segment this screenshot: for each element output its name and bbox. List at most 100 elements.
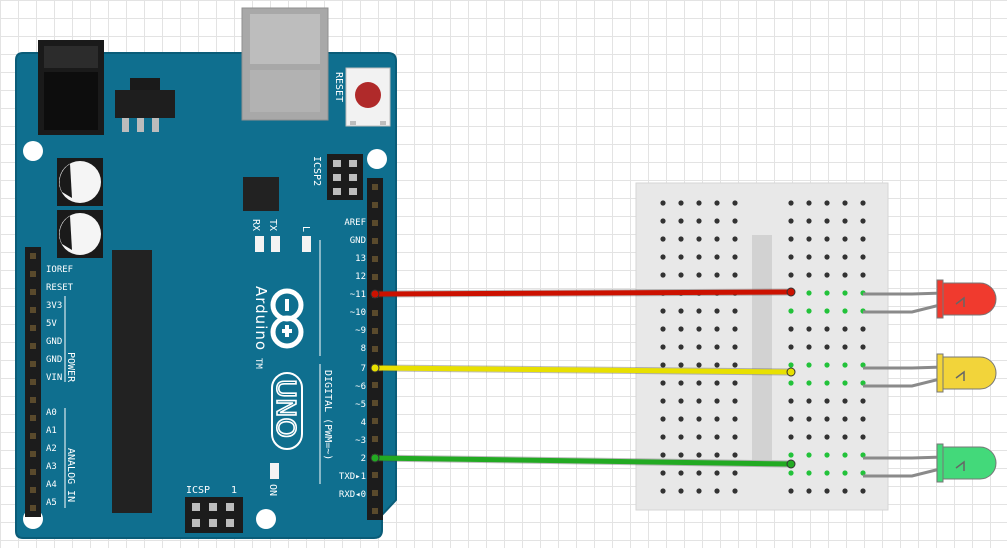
- breadboard-hole: [788, 218, 794, 224]
- breadboard-hole: [660, 200, 666, 206]
- breadboard-hole: [860, 416, 866, 422]
- breadboard-hole: [860, 452, 866, 458]
- breadboard-hole: [806, 470, 812, 476]
- breadboard-hole: [806, 290, 812, 296]
- digital-pin-label: 4: [361, 418, 366, 428]
- breadboard-hole: [660, 308, 666, 314]
- reset-button[interactable]: [345, 67, 391, 127]
- breadboard-hole: [732, 452, 738, 458]
- header-pin: [372, 382, 378, 388]
- breadboard-hole: [842, 272, 848, 278]
- breadboard-hole: [714, 434, 720, 440]
- header-pin: [30, 289, 36, 295]
- usb-chip: [243, 177, 279, 211]
- digital-pin-label: GND: [350, 236, 366, 246]
- uno-text: UNO: [270, 379, 300, 438]
- breadboard-hole: [732, 344, 738, 350]
- breadboard-hole: [696, 452, 702, 458]
- digital-pin-label: ~9: [355, 326, 366, 336]
- breadboard-hole: [842, 398, 848, 404]
- breadboard-hole: [732, 254, 738, 260]
- breadboard-hole: [860, 380, 866, 386]
- breadboard-hole: [696, 488, 702, 494]
- breadboard-hole: [660, 470, 666, 476]
- breadboard-hole: [714, 416, 720, 422]
- breadboard-hole: [842, 290, 848, 296]
- wire-pin-7: [370, 363, 796, 377]
- breadboard-hole: [806, 254, 812, 260]
- breadboard-hole: [860, 344, 866, 350]
- breadboard-hole: [842, 488, 848, 494]
- power-header: [25, 247, 41, 517]
- breadboard-hole: [788, 434, 794, 440]
- breadboard-hole: [678, 272, 684, 278]
- digital-pin-label: ~3: [355, 436, 366, 446]
- digital-pin-label: 7: [361, 364, 366, 374]
- power-pin-label: VIN: [46, 373, 62, 383]
- l-label: L: [300, 226, 311, 232]
- header-pin: [30, 325, 36, 331]
- breadboard-hole: [806, 344, 812, 350]
- usb-connector: [241, 7, 329, 121]
- header-pin: [372, 400, 378, 406]
- breadboard-hole: [714, 398, 720, 404]
- breadboard-hole: [660, 218, 666, 224]
- header-pin: [30, 415, 36, 421]
- breadboard-hole: [732, 362, 738, 368]
- digital-pin-label: 8: [361, 344, 366, 354]
- breadboard-hole: [842, 434, 848, 440]
- breadboard-hole: [860, 488, 866, 494]
- digital-label: DIGITAL (PWM=~): [322, 370, 333, 460]
- wire-pin-2: [370, 453, 796, 469]
- breadboard-hole: [788, 452, 794, 458]
- breadboard-hole: [842, 200, 848, 206]
- digital-pin-label: ~10: [350, 308, 366, 318]
- header-pin: [372, 238, 378, 244]
- breadboard-hole: [714, 344, 720, 350]
- mounting-hole: [256, 509, 276, 529]
- breadboard-hole: [860, 236, 866, 242]
- header-pin: [372, 418, 378, 424]
- breadboard-hole: [860, 218, 866, 224]
- header-pin: [372, 274, 378, 280]
- rx-led: [255, 236, 264, 252]
- power-pin-label: IOREF: [46, 265, 73, 275]
- breadboard-hole: [660, 272, 666, 278]
- breadboard-hole: [732, 308, 738, 314]
- arduino-uno-board: RESET ICSP2 RX TX L: [15, 7, 397, 539]
- digital-pin-label: TXD▸1: [339, 472, 366, 482]
- breadboard-hole: [860, 470, 866, 476]
- breadboard-hole: [678, 344, 684, 350]
- breadboard-hole: [678, 254, 684, 260]
- breadboard-hole: [842, 416, 848, 422]
- analog-pin-label: A1: [46, 426, 57, 436]
- breadboard-hole: [714, 488, 720, 494]
- digital-pin-label: 2: [361, 454, 366, 464]
- icsp2-pin: [349, 188, 357, 195]
- breadboard-hole: [806, 362, 812, 368]
- breadboard-hole: [696, 434, 702, 440]
- breadboard-hole: [732, 434, 738, 440]
- breadboard-hole: [678, 398, 684, 404]
- breadboard-hole: [714, 470, 720, 476]
- breadboard-hole: [788, 362, 794, 368]
- breadboard-hole: [678, 416, 684, 422]
- mounting-hole: [367, 149, 387, 169]
- digital-pin-label: 13: [355, 254, 366, 264]
- breadboard-hole: [732, 398, 738, 404]
- breadboard-hole: [788, 398, 794, 404]
- breadboard-hole: [696, 344, 702, 350]
- breadboard-hole: [824, 434, 830, 440]
- breadboard-hole: [678, 434, 684, 440]
- breadboard-hole: [660, 488, 666, 494]
- breadboard-hole: [696, 326, 702, 332]
- breadboard-hole: [860, 398, 866, 404]
- breadboard-hole: [824, 344, 830, 350]
- breadboard-hole: [714, 308, 720, 314]
- breadboard-hole: [732, 236, 738, 242]
- breadboard-hole: [678, 200, 684, 206]
- breadboard-hole: [788, 344, 794, 350]
